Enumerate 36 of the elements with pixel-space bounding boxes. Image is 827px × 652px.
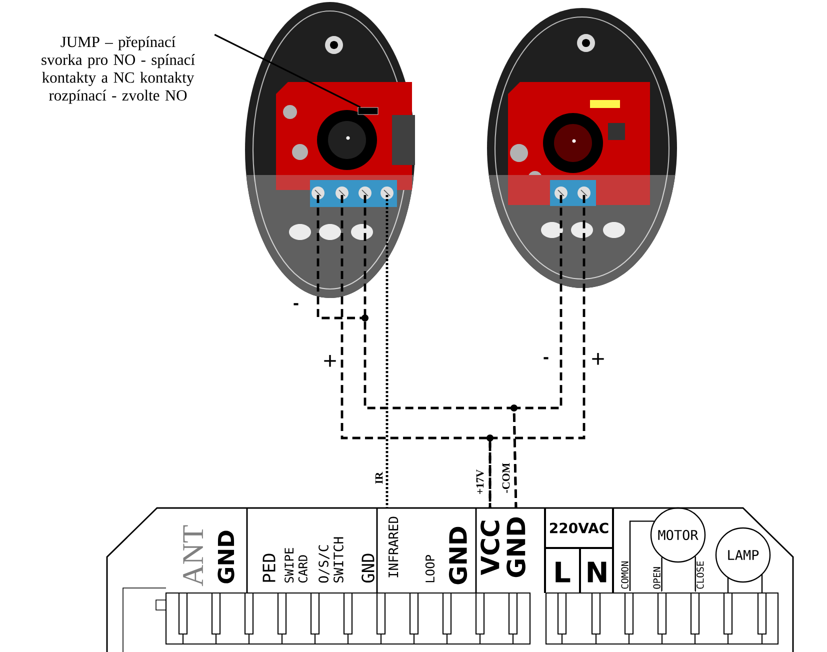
photocell-drawing (487, 8, 677, 288)
polarity-sign: + (592, 353, 604, 365)
terminal-label: GND (218, 530, 234, 584)
terminal-label: OPEN (653, 567, 660, 589)
jumper (358, 107, 378, 115)
polarity-sign: - (544, 357, 548, 360)
terminal-label: CLOSE (696, 561, 704, 589)
terminal-label: ANT (183, 525, 203, 586)
wire-label: -COM (500, 461, 512, 495)
photocell-drawing (245, 2, 415, 298)
callout-text: JUMP – přepínací svorka pro NO - spínací kontakty a NC kontakty rozpínací - zvolte NO (42, 36, 195, 104)
terminal-label: GND (362, 554, 374, 583)
terminal-label: INFRARED (388, 516, 398, 578)
wire (340, 195, 494, 508)
terminal-label: L (556, 562, 570, 582)
wire (488, 195, 586, 508)
terminal-label: N (588, 562, 606, 582)
terminal-label: GND (448, 526, 468, 584)
polarity-sign: + (324, 355, 336, 367)
wire (629, 520, 654, 591)
wire-label: +17V (474, 468, 486, 496)
terminal-label: SWIPE CARD (284, 548, 308, 583)
wire (661, 557, 663, 592)
leader-line (214, 34, 361, 108)
wire-label: IR (374, 470, 384, 486)
terminal-label: COMON (621, 561, 628, 589)
terminal-label: GND (506, 517, 526, 578)
polarity-sign: - (294, 303, 298, 306)
wire (512, 195, 562, 508)
terminal-label: PED (262, 554, 276, 582)
wire (386, 195, 388, 508)
terminal-label: LOOP (425, 555, 435, 582)
terminal-label: 220VAC (550, 522, 608, 534)
terminal-label: VCC (480, 520, 500, 576)
wire (694, 556, 696, 592)
terminal-label: O/S/C SWITCH (318, 537, 344, 583)
